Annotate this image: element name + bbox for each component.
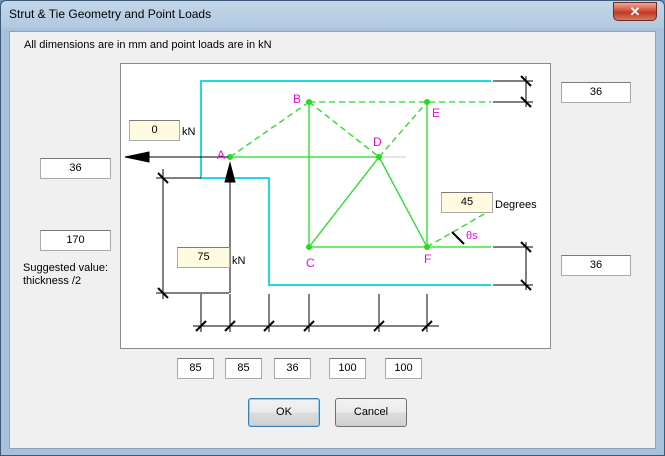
cancel-button[interactable]: Cancel	[335, 398, 407, 427]
bottom-dimension-input-3[interactable]: 36	[274, 358, 311, 379]
horizontal-load-unit: kN	[182, 126, 196, 138]
geometry-diagram: A B C D E F θs 0 kN 75 kN 45 Degrees	[120, 63, 551, 349]
bottom-dimension-input-5[interactable]: 100	[385, 358, 422, 379]
dimension-top-right	[493, 75, 533, 108]
title-bar[interactable]: Strut & Tie Geometry and Point Loads ✕	[1, 1, 664, 29]
node-label-c: C	[306, 256, 315, 270]
node-label-a: A	[217, 148, 226, 162]
dimension-bottom-right	[493, 241, 533, 291]
close-button[interactable]: ✕	[613, 2, 657, 21]
diagram-drawing	[124, 75, 533, 332]
dimension-left	[156, 169, 229, 299]
vertical-load-unit: kN	[232, 255, 246, 267]
vertical-load-input[interactable]: 75	[177, 247, 230, 268]
section-outline	[200, 80, 491, 286]
bottom-dimension-input-2[interactable]: 85	[225, 358, 262, 379]
node-label-f: F	[424, 252, 432, 266]
angle-input[interactable]: 45	[441, 192, 493, 213]
node-label-b: B	[293, 92, 302, 106]
vertical-load-arrow	[224, 161, 236, 293]
ok-button[interactable]: OK	[248, 398, 320, 427]
top-right-dimension-input[interactable]: 36	[561, 82, 631, 103]
node-label-e: E	[432, 106, 441, 120]
bottom-right-dimension-input[interactable]: 36	[561, 255, 631, 276]
bottom-dimension-input-4[interactable]: 100	[329, 358, 366, 379]
thickness-input[interactable]: 170	[40, 230, 111, 251]
theta-label: θs	[466, 230, 478, 242]
left-upper-dimension-input[interactable]: 36	[40, 158, 111, 179]
dashed-members	[229, 101, 492, 248]
suggested-value-hint: Suggested value: thickness /2	[23, 262, 108, 288]
window-title: Strut & Tie Geometry and Point Loads	[9, 7, 212, 21]
angle-unit: Degrees	[495, 199, 537, 211]
node-dots	[227, 99, 430, 250]
hint-line-2: thickness /2	[23, 275, 82, 287]
horizontal-load-arrow	[124, 151, 228, 163]
hint-line-1: Suggested value:	[23, 262, 109, 274]
angle-tick	[451, 231, 465, 245]
bottom-dimension-input-1[interactable]: 85	[177, 358, 214, 379]
node-label-d: D	[373, 135, 382, 149]
close-icon: ✕	[629, 4, 641, 19]
solid-members	[230, 102, 491, 248]
dimension-bottom	[193, 294, 439, 332]
units-note: All dimensions are in mm and point loads…	[24, 39, 272, 51]
horizontal-load-input[interactable]: 0	[129, 120, 180, 141]
